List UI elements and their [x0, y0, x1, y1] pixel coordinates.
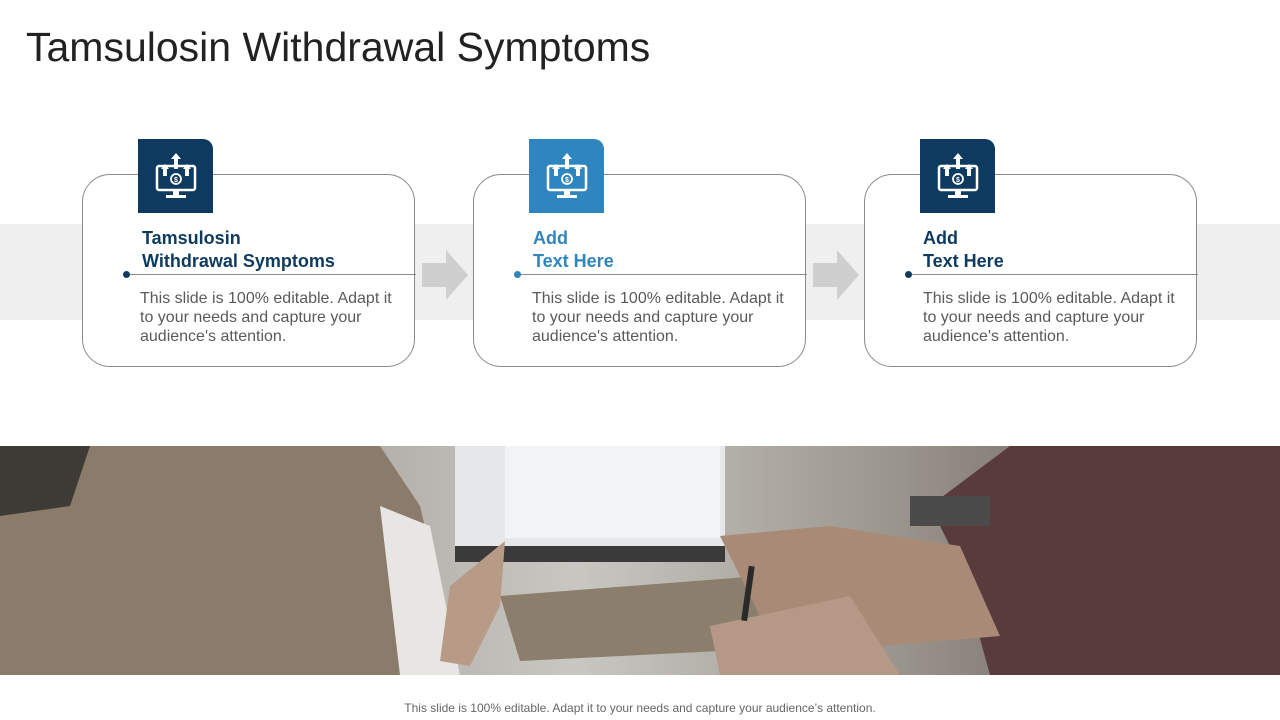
svg-text:$: $ — [174, 177, 178, 184]
svg-text:$: $ — [956, 177, 960, 184]
step-2-marker — [514, 271, 521, 278]
step-card-2 — [473, 174, 806, 367]
step-3-marker — [905, 271, 912, 278]
step-3-icon-box: $ — [920, 139, 995, 213]
footer-note: This slide is 100% editable. Adapt it to… — [404, 701, 876, 715]
step-3-description: This slide is 100% editable. Adapt it to… — [923, 290, 1175, 345]
svg-text:$: $ — [565, 177, 569, 184]
step-2-description: This slide is 100% editable. Adapt it to… — [532, 290, 784, 345]
step-card-3 — [864, 174, 1197, 367]
step-1-divider — [126, 274, 416, 275]
step-2-divider — [517, 274, 807, 275]
step-2-icon-box: $ — [529, 139, 604, 213]
monitor-dollar-growth-icon: $ — [155, 153, 196, 198]
step-1-heading: Tamsulosin Withdrawal Symptoms — [142, 228, 335, 271]
page-title: Tamsulosin Withdrawal Symptoms — [26, 24, 651, 70]
step-3-divider — [908, 274, 1198, 275]
monitor-dollar-growth-icon: $ — [546, 153, 587, 198]
step-1-description: This slide is 100% editable. Adapt it to… — [140, 290, 392, 345]
step-card-1 — [82, 174, 415, 367]
step-3-heading: Add Text Here — [923, 228, 1004, 271]
step-2-heading: Add Text Here — [533, 228, 614, 271]
step-1-icon-box: $ — [138, 139, 213, 213]
monitor-dollar-growth-icon: $ — [937, 153, 978, 198]
arrow-right-icon — [813, 250, 859, 300]
arrow-right-icon — [422, 250, 468, 300]
meeting-photo — [0, 446, 1280, 675]
step-1-marker — [123, 271, 130, 278]
